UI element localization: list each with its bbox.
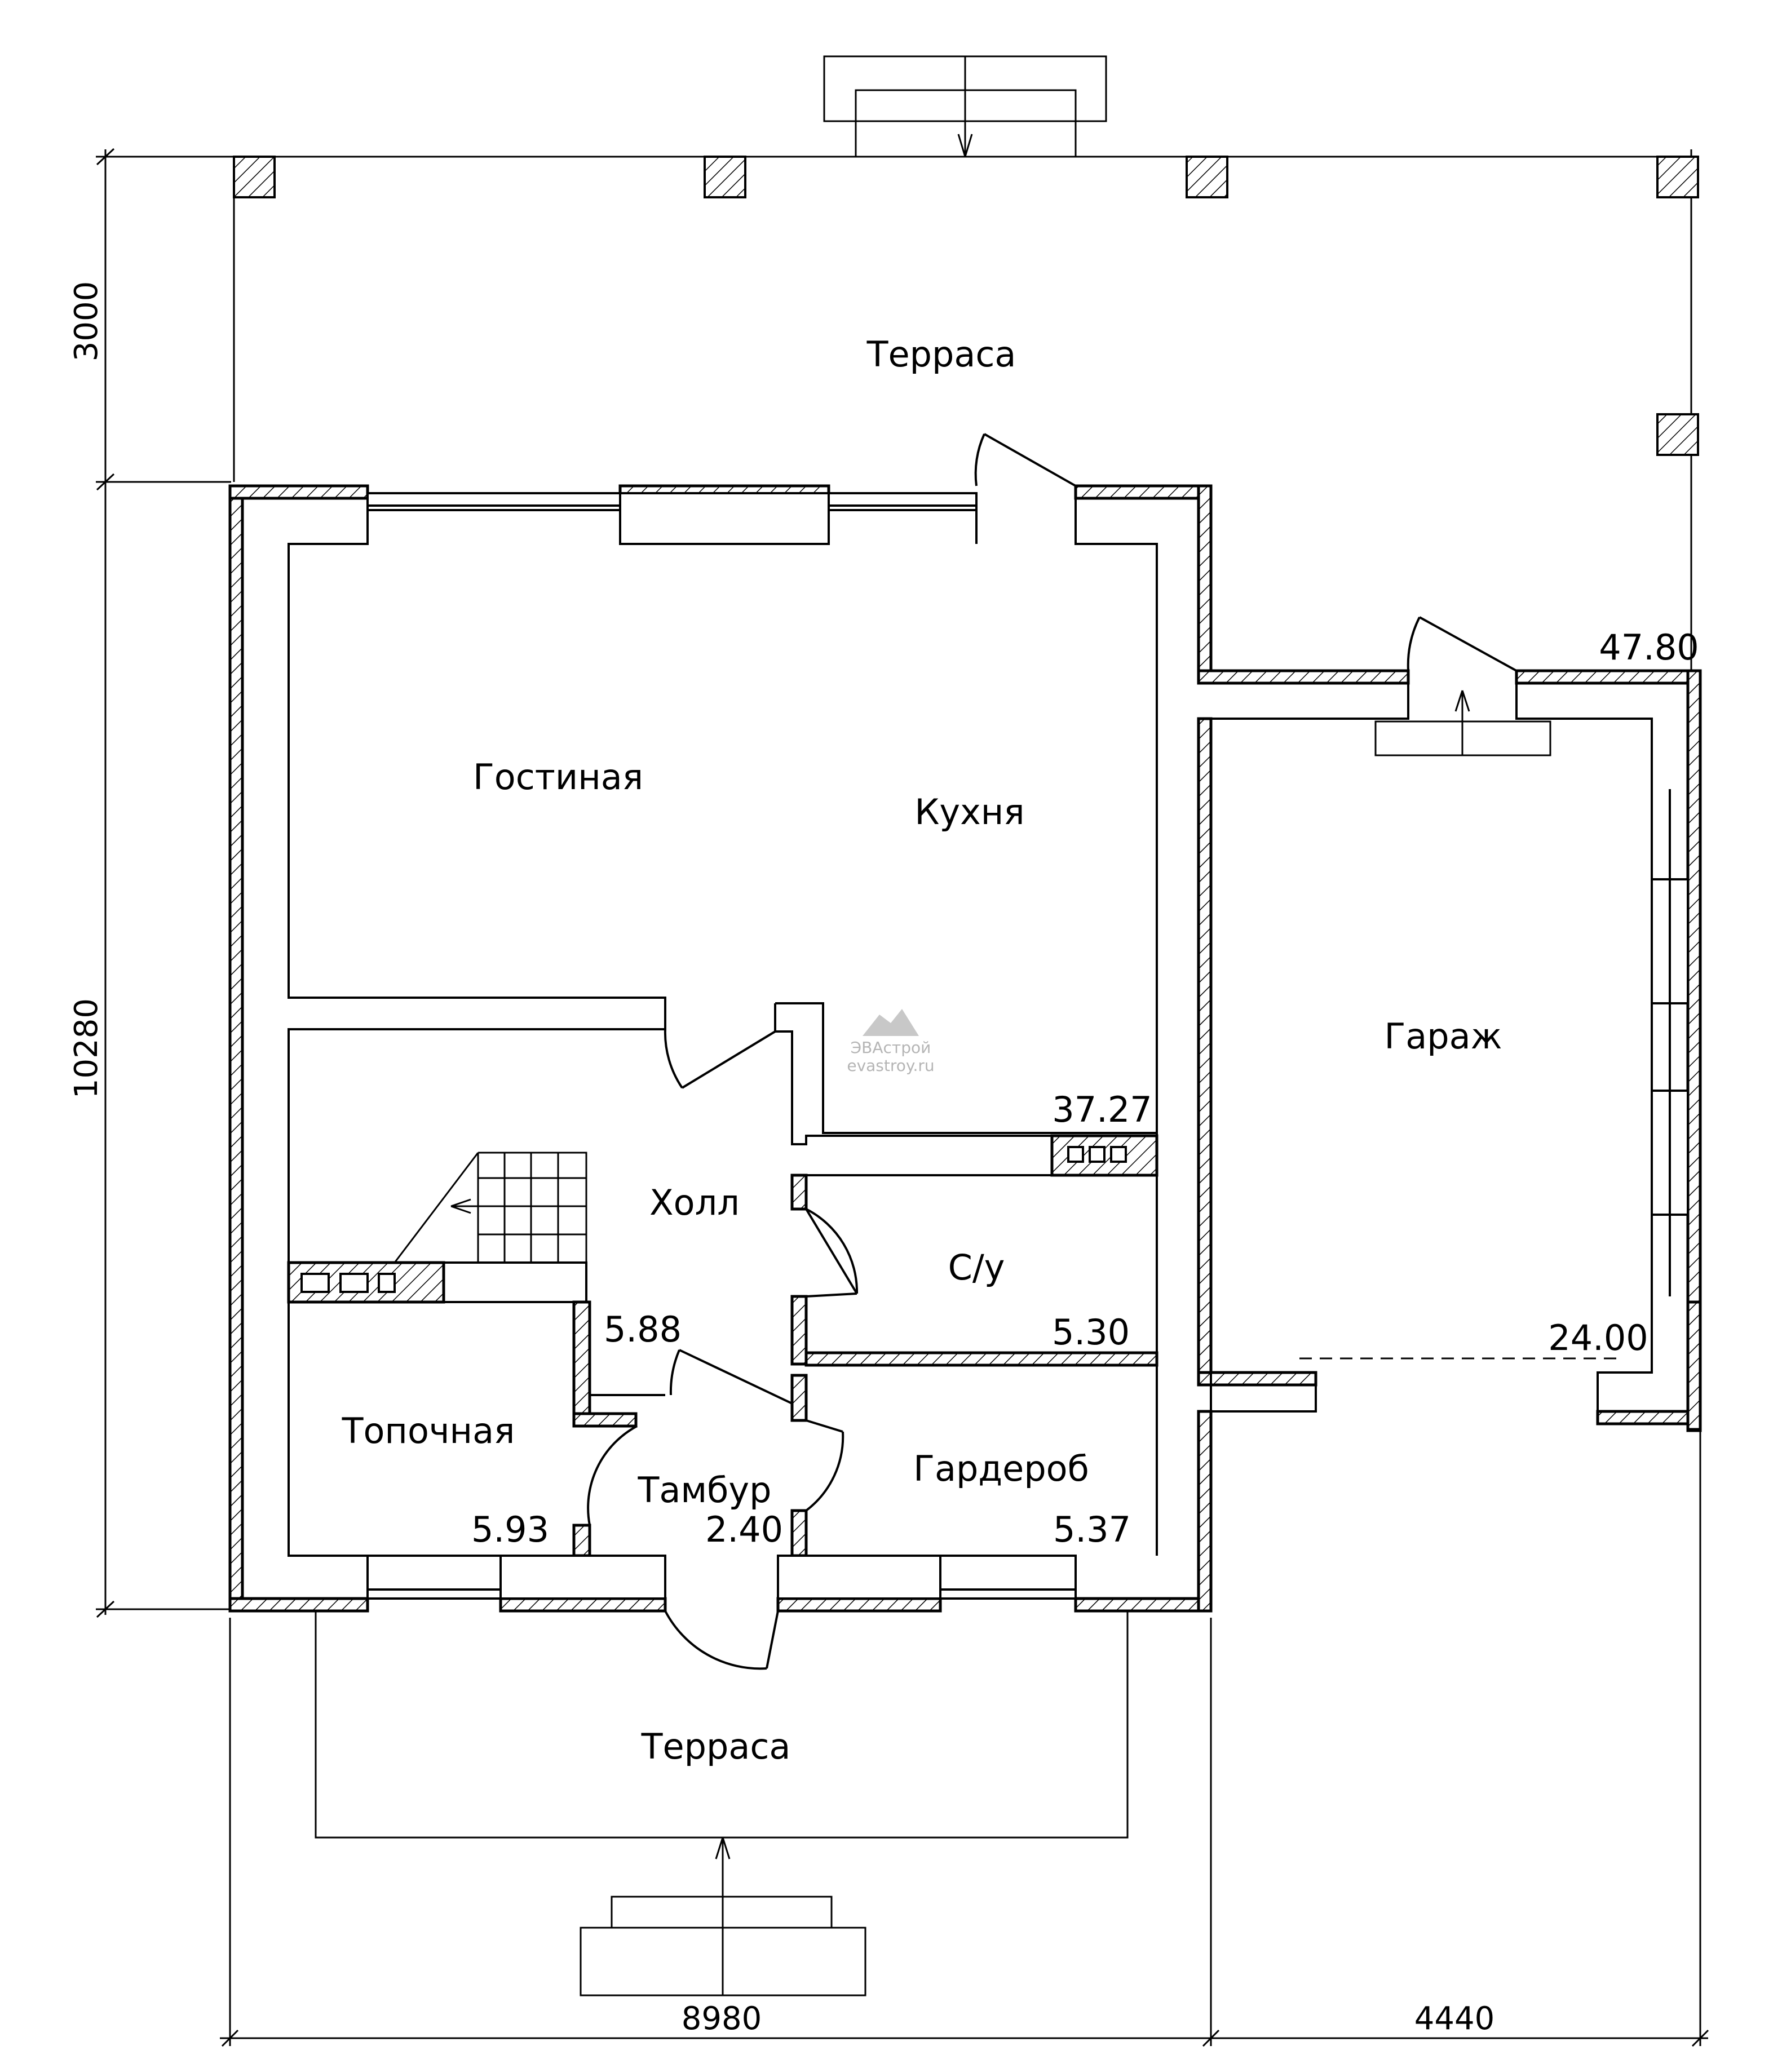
post (1656, 156, 1699, 198)
dimension-labels: 3000 10280 8980 4440 (68, 281, 1494, 2037)
dim-left-top: 3000 (68, 281, 105, 362)
watermark: ЭВАстрой evastroy.ru (847, 1009, 935, 1075)
area-labels: 47.80 37.27 5.88 5.30 24.00 5.93 2.40 5.… (471, 627, 1699, 1550)
room-label-vestibule: Тамбур (638, 1469, 772, 1511)
room-label-kitchen: Кухня (914, 791, 1024, 833)
area-garage: 24.00 (1548, 1317, 1648, 1358)
room-label-wardrobe: Гардероб (913, 1448, 1089, 1489)
post (704, 156, 746, 198)
area-hall: 5.88 (604, 1309, 682, 1350)
main-house-walls (228, 484, 1213, 1613)
interior-walls (287, 997, 1158, 1600)
dimension-lines (96, 148, 1709, 2047)
room-label-terrace-bottom: Терраса (641, 1726, 791, 1767)
dim-left-main: 10280 (68, 998, 105, 1099)
area-wardrobe: 5.37 (1053, 1509, 1131, 1550)
post (1186, 156, 1228, 198)
area-wc: 5.30 (1052, 1312, 1130, 1353)
doors (587, 433, 1076, 1670)
area-vestibule: 2.40 (705, 1509, 783, 1550)
watermark-site: evastroy.ru (847, 1056, 934, 1075)
post (1656, 413, 1699, 456)
watermark-brand: ЭВАстрой (851, 1038, 931, 1057)
garage-walls (1197, 616, 1702, 1613)
room-label-hall: Холл (649, 1182, 740, 1223)
room-label-wc: С/у (948, 1247, 1005, 1288)
dim-bottom-main: 8980 (682, 2000, 762, 2037)
top-terrace (233, 55, 1699, 456)
dim-bottom-garage: 4440 (1414, 2000, 1495, 2037)
room-labels: Терраса Гостиная Кухня Гараж Холл С/у То… (342, 334, 1502, 1767)
top-steps (823, 55, 1107, 158)
area-kitchen-living: 37.27 (1052, 1089, 1152, 1130)
room-label-terrace-top: Терраса (866, 334, 1016, 375)
room-label-boiler: Топочная (342, 1410, 515, 1451)
bottom-terrace (315, 1611, 1129, 1996)
area-boiler: 5.93 (471, 1509, 549, 1550)
post (233, 156, 276, 198)
room-label-living: Гостиная (473, 756, 643, 798)
room-label-garage: Гараж (1384, 1016, 1502, 1057)
logo-icon (863, 1009, 919, 1036)
area-garage-top: 47.80 (1599, 627, 1699, 668)
